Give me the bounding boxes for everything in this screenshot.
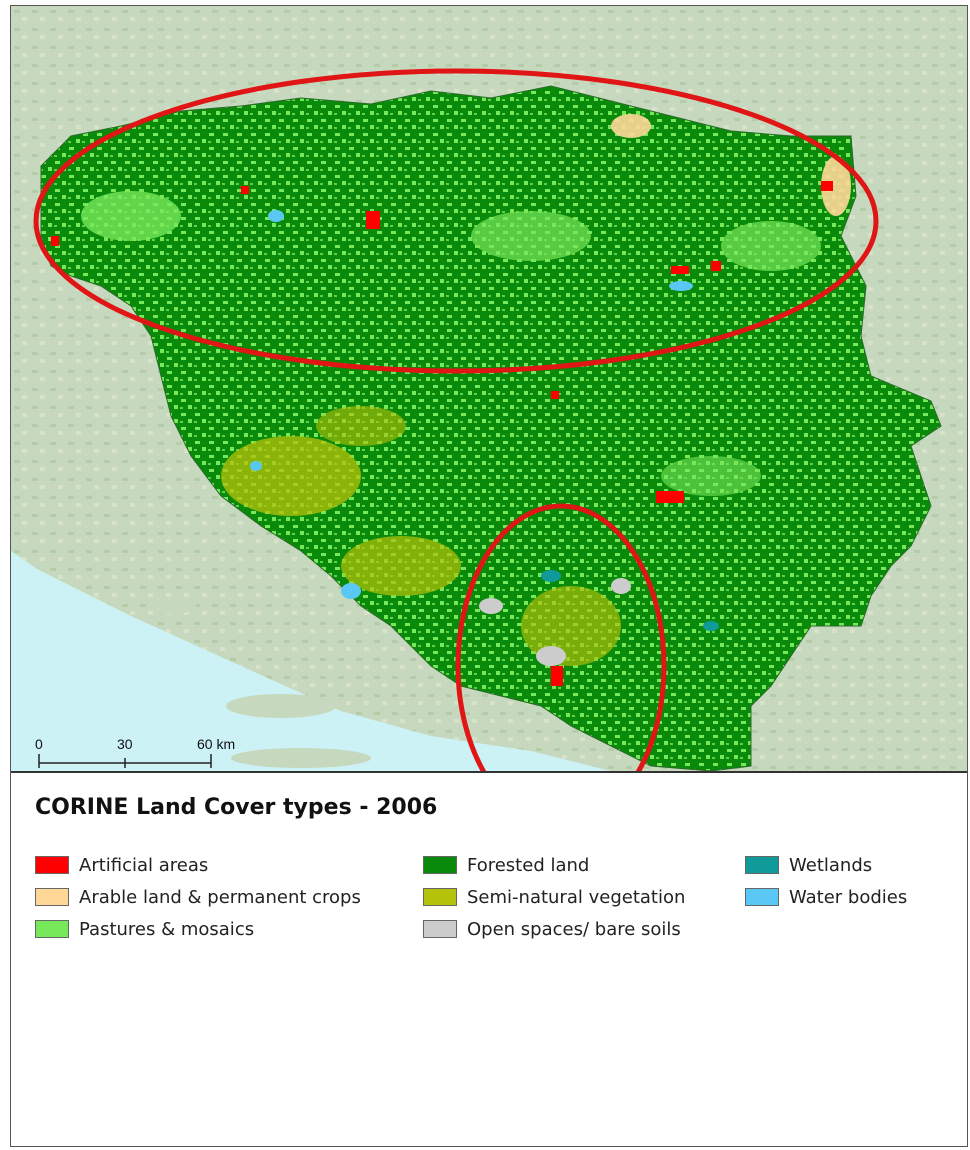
artificial-area (551, 391, 559, 399)
artificial-area (821, 181, 833, 191)
legend-item-pastures: Pastures & mosaics (35, 917, 254, 941)
legend-item-arable-land: Arable land & permanent crops (35, 885, 361, 909)
arable-patch (611, 114, 651, 138)
legend-label: Arable land & permanent crops (79, 886, 361, 908)
scale-bar (38, 754, 212, 768)
artificial-area (51, 236, 59, 246)
open-space-patch (611, 578, 631, 594)
legend-label: Wetlands (789, 854, 873, 876)
legend-item-forested-land: Forested land (423, 853, 589, 877)
artificial-area (711, 261, 721, 271)
semi-natural-patch (341, 536, 461, 596)
legend: CORINE Land Cover types - 2006 Artificia… (11, 773, 967, 1146)
highlight-ellipse-north (33, 68, 879, 374)
legend-label: Forested land (467, 854, 590, 876)
legend-label: Pastures & mosaics (79, 918, 255, 940)
semi-natural-patch (521, 586, 621, 666)
wetland (703, 621, 719, 631)
map-figure: 0 30 60 km CORINE Land Cover types - 200… (10, 5, 968, 1147)
legend-item-artificial-areas: Artificial areas (35, 853, 208, 877)
legend-divider (11, 771, 967, 773)
open-space-patch (479, 598, 503, 614)
legend-item-wetlands: Wetlands (745, 853, 872, 877)
sea-fill (11, 556, 611, 771)
swatch (423, 920, 457, 938)
wetland (541, 570, 561, 582)
island (231, 748, 371, 768)
pasture-patch (471, 211, 591, 261)
legend-item-open-spaces: Open spaces/ bare soils (423, 917, 681, 941)
map-panel: 0 30 60 km (11, 6, 967, 771)
pasture-patch (661, 456, 761, 496)
artificial-area (241, 186, 249, 194)
water-body (250, 461, 262, 471)
legend-item-water-bodies: Water bodies (745, 885, 907, 909)
artificial-area (366, 211, 380, 229)
swatch (35, 920, 69, 938)
swatch (35, 888, 69, 906)
legend-label: Open spaces/ bare soils (467, 918, 681, 940)
country-land-cover (40, 85, 942, 771)
semi-natural-patch (316, 406, 406, 446)
water-body (268, 210, 284, 222)
swatch (35, 856, 69, 874)
semi-natural-patch (221, 436, 361, 516)
open-space-patch (536, 646, 566, 666)
legend-item-semi-natural: Semi-natural vegetation (423, 885, 685, 909)
artificial-area (671, 266, 689, 274)
water-body (341, 583, 361, 599)
swatch (423, 856, 457, 874)
arable-patch (821, 156, 851, 216)
island (146, 598, 196, 614)
legend-label: Water bodies (789, 886, 908, 908)
swatch (745, 888, 779, 906)
pasture-patch (81, 191, 181, 241)
legend-label: Artificial areas (79, 854, 209, 876)
swatch (423, 888, 457, 906)
highlight-ellipse-south (455, 503, 667, 771)
island (226, 694, 336, 718)
artificial-area (551, 666, 563, 686)
pasture-patch (721, 221, 821, 271)
legend-label: Semi-natural vegetation (467, 886, 686, 908)
map-canvas (11, 6, 967, 771)
legend-title: CORINE Land Cover types - 2006 (35, 795, 438, 820)
swatch (745, 856, 779, 874)
artificial-area (656, 491, 684, 503)
water-body (669, 281, 693, 291)
